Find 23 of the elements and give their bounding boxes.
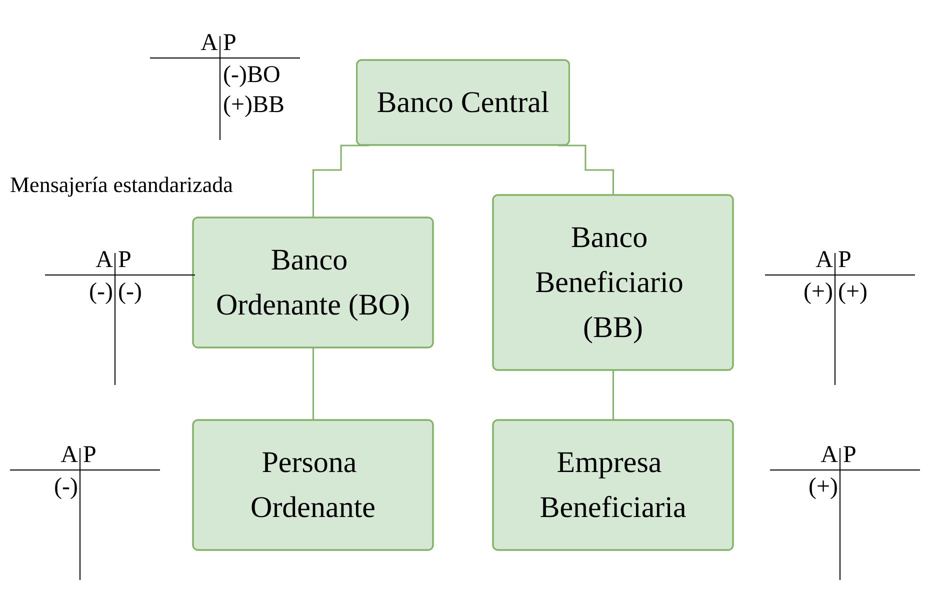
account-entry: (+)BB [223, 92, 285, 118]
account-entry: (-) [118, 279, 142, 305]
account-entry: (+) [808, 474, 838, 500]
account-entry: (-) [89, 279, 113, 305]
account-header: A [820, 442, 838, 468]
connector [557, 144, 614, 196]
account-entry: (+) [838, 279, 868, 305]
note-text: Mensajería estandarizada [10, 172, 233, 198]
account-header: A [96, 247, 113, 273]
account-header: P [83, 442, 96, 468]
account-header: P [838, 247, 852, 273]
connector [312, 144, 369, 218]
account-header: A [200, 30, 218, 56]
account-header: P [118, 247, 132, 273]
account-entry: (-)BO [223, 62, 280, 88]
account-header: A [60, 442, 78, 468]
account-entry: (-) [54, 474, 78, 500]
account-entry: (+) [803, 279, 833, 305]
connector [312, 346, 314, 421]
account-header: P [843, 442, 856, 468]
account-header: A [816, 247, 833, 273]
account-header: P [223, 30, 236, 56]
connector [612, 369, 614, 421]
